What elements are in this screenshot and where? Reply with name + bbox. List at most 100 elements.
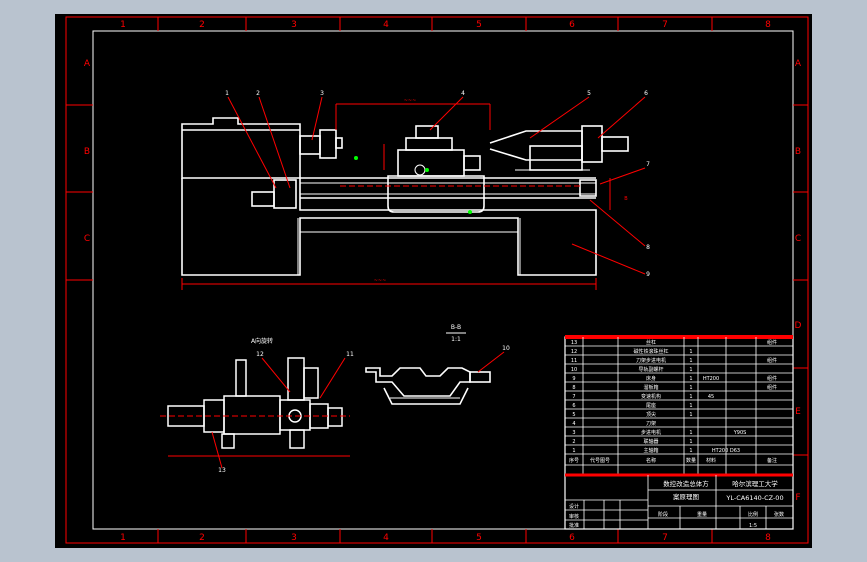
- bom-no: 4: [572, 421, 575, 427]
- main-dimensions: [181, 103, 611, 290]
- col-label-top: 1: [120, 20, 126, 30]
- bom-qty: 1: [689, 439, 692, 445]
- row-label-right: D: [795, 321, 802, 331]
- bom-qty: 1: [689, 376, 692, 382]
- dimension-top: ~~~: [404, 98, 417, 104]
- bom-name: 主轴箱: [643, 447, 658, 454]
- callout-3: 3: [320, 90, 324, 97]
- leader-lines: [227, 96, 646, 275]
- bom-qty: 1: [689, 385, 692, 391]
- bom-remark: 组件: [767, 339, 777, 346]
- detail-a-label: A向旋转: [251, 337, 273, 345]
- bom-header-note: 备注: [767, 457, 777, 464]
- bom-header-no: 序号: [569, 457, 579, 464]
- apron: [387, 175, 485, 213]
- col-label-top: 8: [765, 20, 771, 30]
- center-markers: [354, 156, 472, 214]
- bom-qty: 1: [689, 367, 692, 373]
- bom-note: HT200: [703, 376, 719, 382]
- col-label-bottom: 8: [765, 533, 771, 543]
- row-label-left: A: [84, 59, 91, 69]
- weight-label: 重量: [697, 511, 707, 518]
- bom-name: 变速机构: [641, 393, 661, 400]
- bom-no: 12: [571, 349, 577, 355]
- drawing-title-line2: 案原理图: [673, 492, 699, 501]
- callout-2: 2: [256, 90, 260, 97]
- bom-no: 9: [572, 376, 575, 382]
- bom-no: 6: [572, 403, 575, 409]
- col-label-bottom: 6: [569, 533, 575, 543]
- bom-no: 10: [571, 367, 577, 373]
- bom-no: 5: [572, 412, 575, 418]
- bom-note: 45: [708, 394, 714, 400]
- bom-name: 导轨副螺杆: [638, 366, 663, 373]
- canvas: [55, 14, 812, 548]
- bom-remark: 组件: [767, 357, 777, 364]
- callout-10: 10: [502, 345, 510, 352]
- section-label: B-B: [451, 324, 461, 331]
- bom-qty: 1: [689, 403, 692, 409]
- bom-remark: 组件: [767, 384, 777, 391]
- bom-name: 步进电机: [641, 429, 661, 436]
- university-name: 哈尔滨理工大学: [732, 479, 778, 488]
- col-label-bottom: 2: [199, 533, 205, 543]
- col-label-bottom: 3: [291, 533, 297, 543]
- bom-qty: 1: [689, 349, 692, 355]
- bom-name: 丝杠: [646, 339, 656, 346]
- parts-list: 13 丝杠 组件 12 磁性铁滚珠丝杠 1 11 刀架步进电机 1 组件 10 …: [564, 335, 794, 476]
- bom-no: 13: [571, 340, 577, 346]
- dim-text: ~~~ ~~~ B: [374, 98, 629, 284]
- col-label-bottom: 7: [662, 533, 668, 543]
- bom-qty: 1: [689, 448, 692, 454]
- row-label-right: C: [795, 234, 801, 244]
- bom-no: 3: [572, 430, 575, 436]
- callout-5: 5: [587, 90, 591, 97]
- drawing-title-line1: 数控改造总体方: [663, 479, 709, 488]
- bom-header-code: 代号图号: [590, 457, 610, 464]
- bom-no: 11: [571, 358, 577, 364]
- col-label-top: 2: [199, 20, 205, 30]
- scale-label: 比例: [748, 511, 758, 518]
- col-label-top: 3: [291, 20, 297, 30]
- callout-numbers: 1 2 3 4 5 6 7 8 9 10 11 12 13: [218, 90, 650, 474]
- detail-a-leaders: [160, 357, 350, 469]
- dimension-overall: ~~~: [374, 278, 387, 284]
- tailstock-handwheel: [601, 136, 629, 152]
- bom-name: 顶尖: [646, 411, 656, 418]
- bom-note: Y90S: [733, 430, 747, 436]
- designer-label: 设计: [569, 503, 579, 510]
- col-label-bottom: 5: [476, 533, 482, 543]
- row-label-right: E: [795, 407, 801, 417]
- zone-ticks: [66, 17, 808, 543]
- drawing-number: YL-CA6140-CZ-00: [725, 494, 783, 502]
- callout-13: 13: [218, 467, 226, 474]
- bom-name: 刀架: [646, 421, 656, 427]
- cross-motor: [463, 155, 481, 171]
- row-label-left: C: [84, 234, 90, 244]
- row-label-right: B: [795, 147, 801, 157]
- bom-qty: 1: [689, 430, 692, 436]
- bom-name: 尾座: [646, 402, 656, 409]
- stage-label: 阶段: [658, 511, 668, 518]
- col-label-top: 6: [569, 20, 575, 30]
- bom-header-material: 材料: [706, 457, 716, 464]
- callout-4: 4: [461, 90, 465, 97]
- callout-12: 12: [256, 351, 264, 358]
- bom-qty: 1: [689, 394, 692, 400]
- callout-7: 7: [646, 161, 650, 168]
- bom-no: 1: [572, 448, 575, 454]
- bom-remark: 组件: [767, 375, 777, 382]
- col-label-bottom: 4: [383, 533, 389, 543]
- coupling-box: [273, 179, 297, 209]
- headstock: [181, 117, 301, 179]
- bom-rows: 13 丝杠 组件 12 磁性铁滚珠丝杠 1 11 刀架步进电机 1 组件 10 …: [569, 339, 777, 464]
- bom-note: HT200 D63: [712, 448, 740, 454]
- callout-8: 8: [646, 244, 650, 251]
- scale-value: 1:5: [749, 523, 757, 529]
- callout-6: 6: [644, 90, 648, 97]
- sheet-label: 张数: [774, 511, 784, 518]
- col-label-top: 4: [383, 20, 389, 30]
- checker-label: 审核: [569, 513, 579, 520]
